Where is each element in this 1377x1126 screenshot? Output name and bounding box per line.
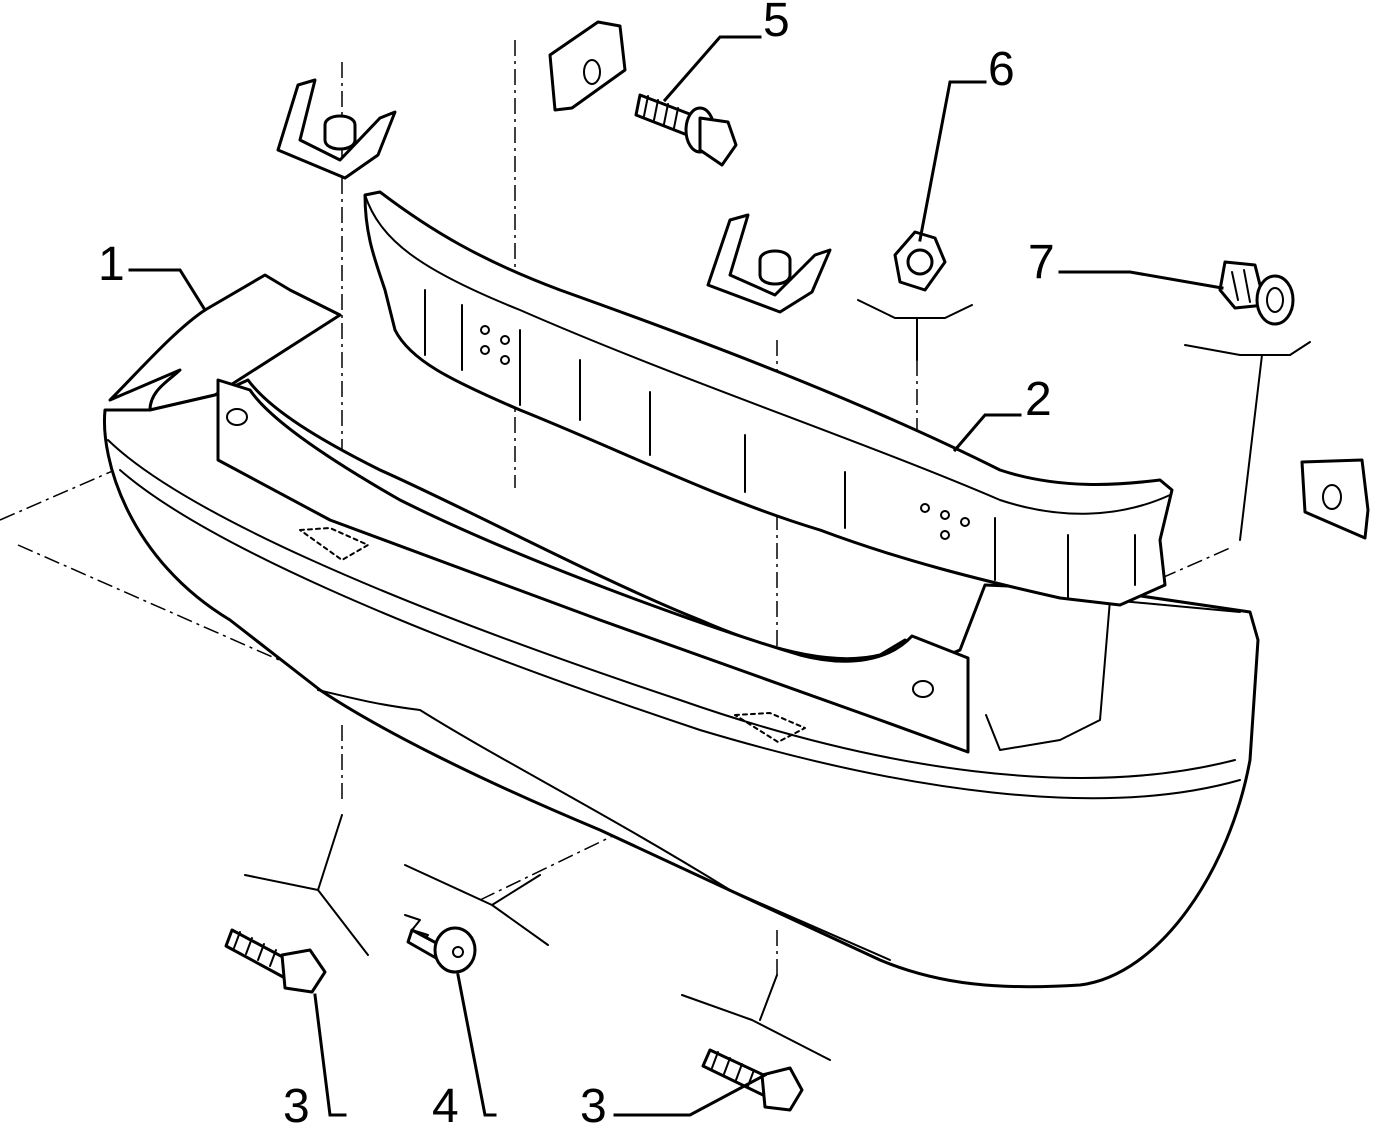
bolt-part-3-right [701, 1048, 804, 1112]
spacer-plate-top [548, 20, 627, 112]
bracket-marks [244, 299, 1311, 1061]
grommet-part-7 [1218, 260, 1295, 326]
callout-2: 2 [1025, 373, 1052, 426]
spacer-plate-right [1300, 458, 1370, 540]
callout-6: 6 [988, 43, 1015, 96]
bolt-part-3-left [224, 928, 327, 994]
nut-part-6 [893, 230, 947, 292]
bumper-cover [102, 273, 1260, 989]
callout-5: 5 [763, 0, 790, 47]
beam-ribs [424, 289, 1136, 599]
mount-bracket-right [706, 213, 832, 314]
callout-4: 4 [432, 1080, 459, 1126]
bolt-part-5 [634, 93, 738, 167]
callout-leaders [128, 35, 1224, 1117]
callout-3-right: 3 [580, 1080, 607, 1126]
mount-bracket-left [276, 78, 397, 180]
reinforcement-beam [363, 190, 1174, 607]
callout-7: 7 [1028, 236, 1055, 289]
callout-3-left: 3 [283, 1080, 310, 1126]
callout-1: 1 [98, 238, 125, 291]
screw-part-4 [404, 914, 477, 974]
